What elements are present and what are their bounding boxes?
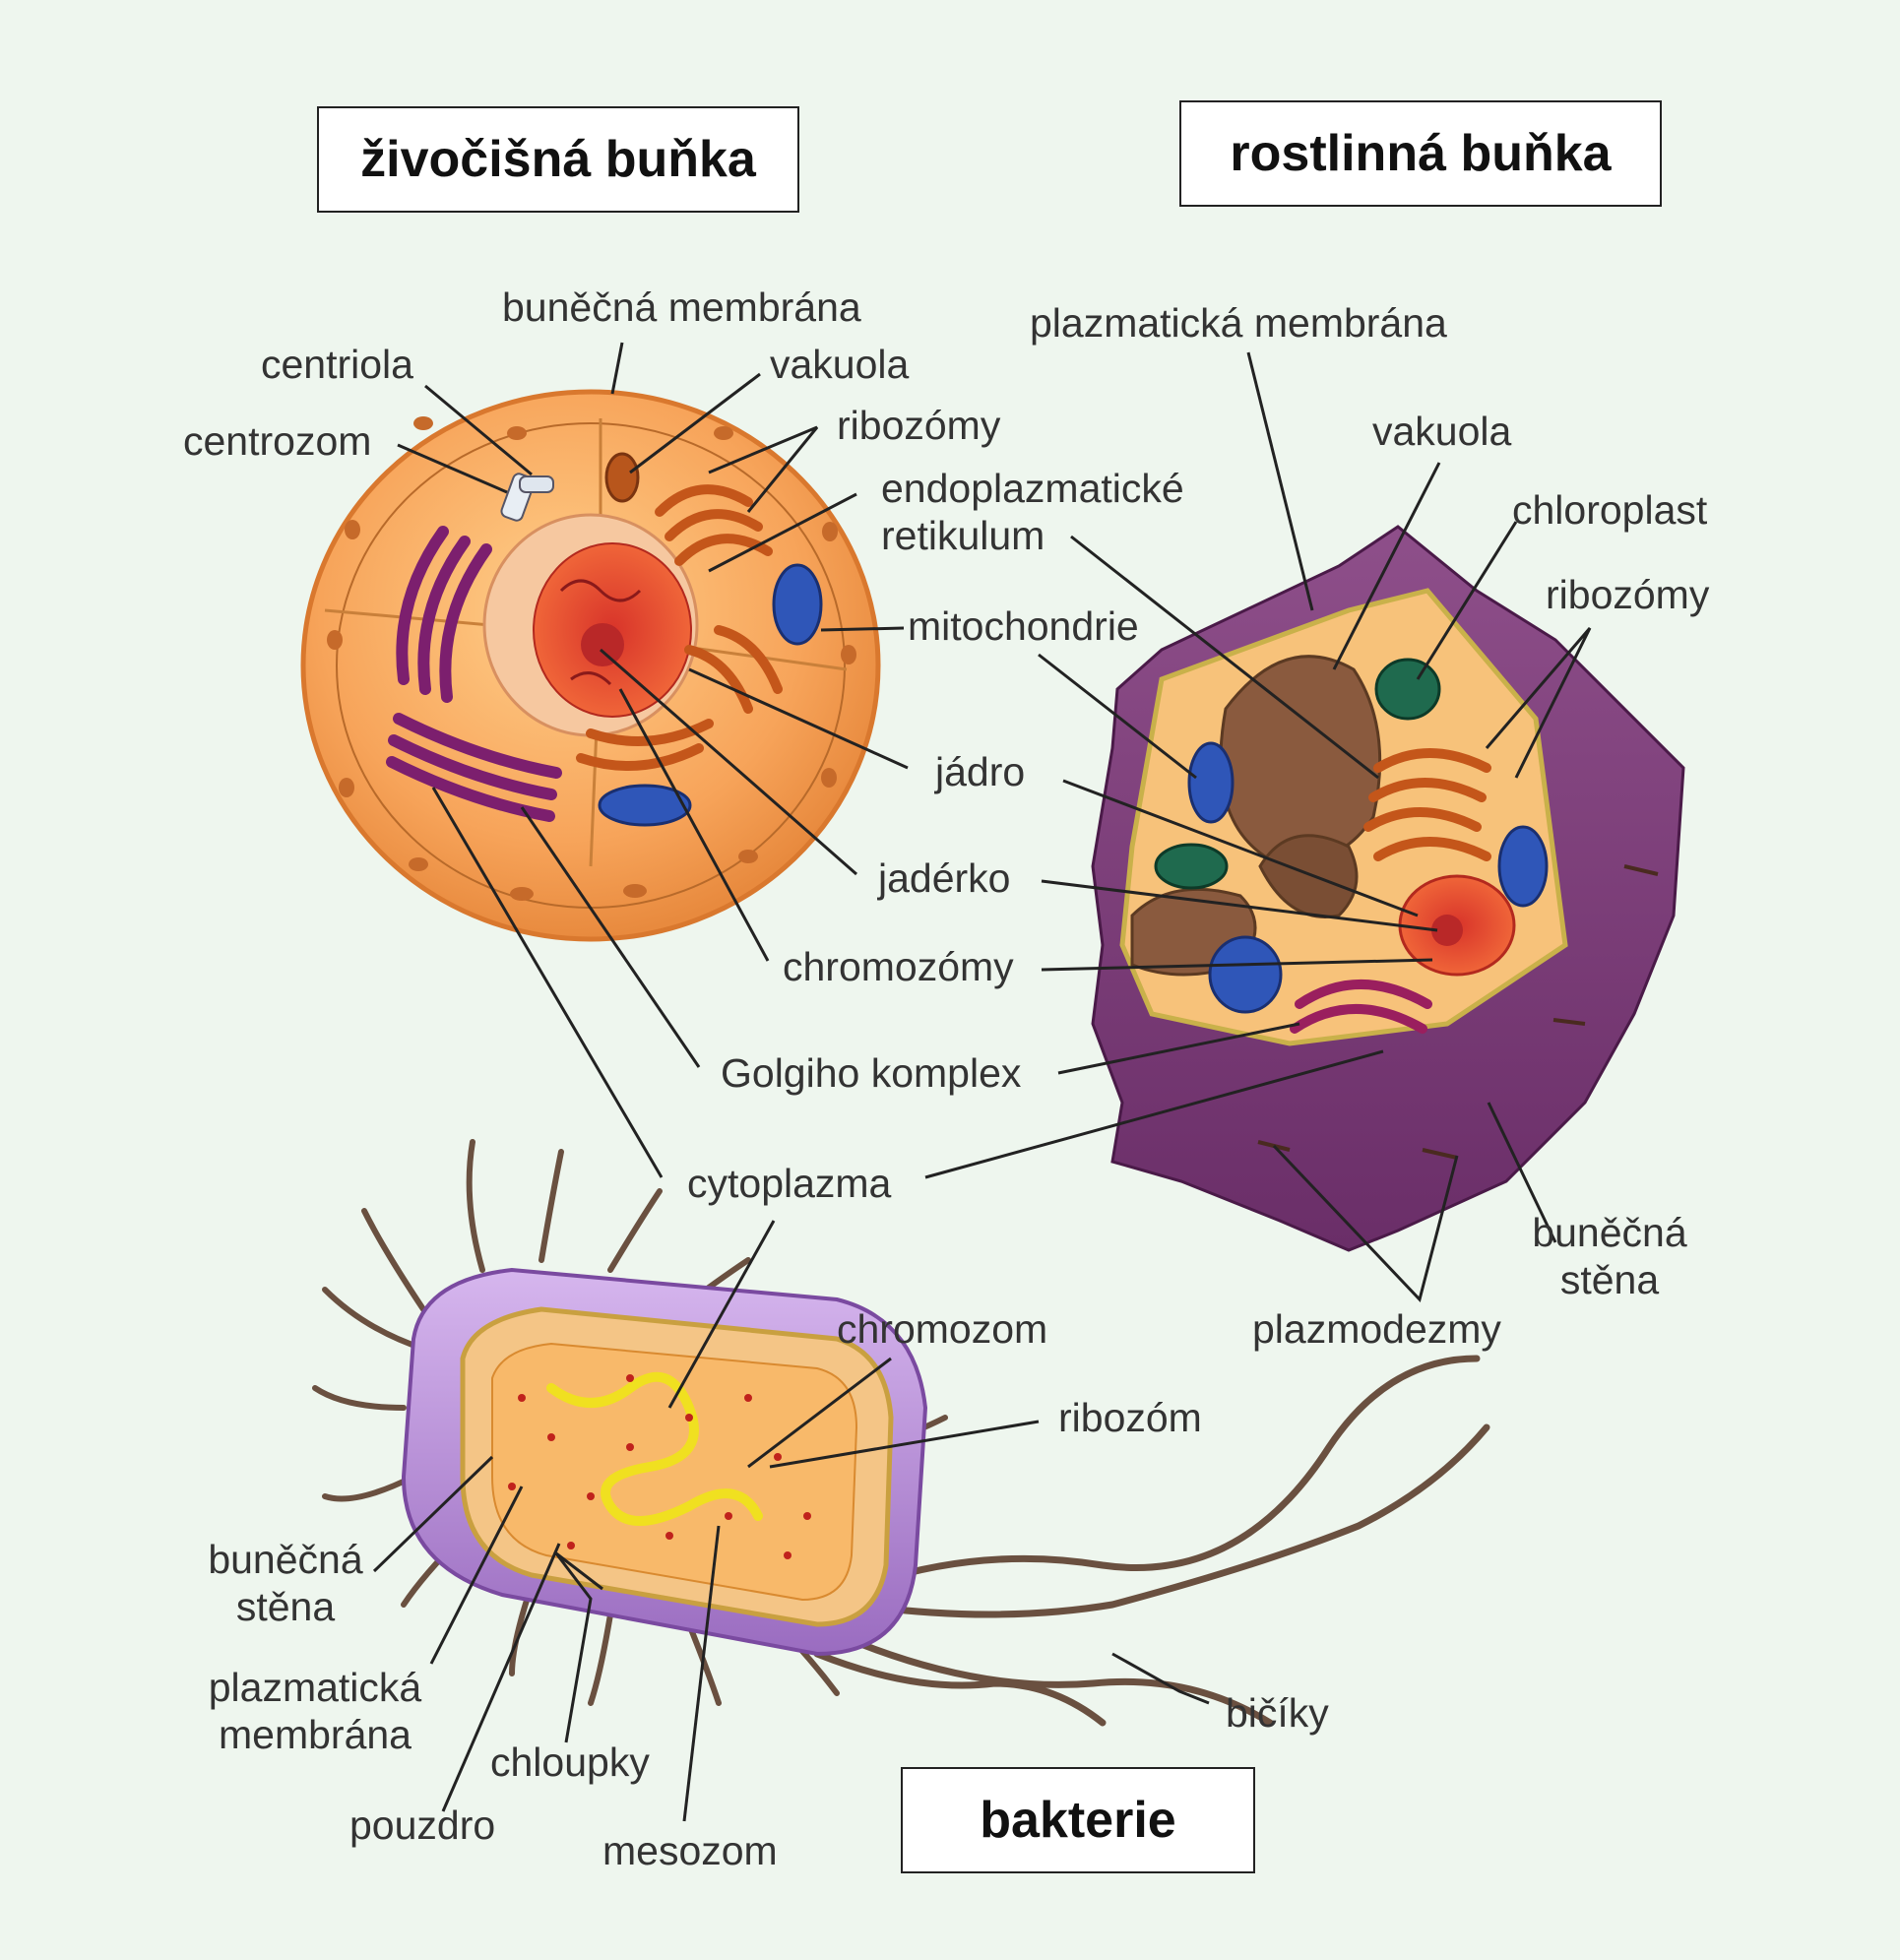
label-nucleolus: jadérko	[878, 855, 1011, 901]
ribosome-dots	[508, 1374, 811, 1559]
leader-plant-nucleus	[1062, 779, 1419, 917]
leader-plant-mitochondria	[1038, 653, 1197, 780]
label-plant-cell-wall-line2: stěna	[1559, 1257, 1660, 1302]
label-plant-vacuole: vakuola	[1372, 409, 1512, 454]
title-animal-cell: živočišná buňka	[317, 106, 799, 213]
membrane-dimples	[327, 416, 856, 901]
leader-plant-vacuole	[1332, 462, 1441, 670]
label-mesosome: mesozom	[602, 1828, 778, 1873]
leader-centrosome	[397, 443, 508, 494]
leader-plant-wall	[1487, 1102, 1557, 1243]
leader-bact-wall	[372, 1455, 494, 1573]
label-bact-ribosome: ribozóm	[1058, 1395, 1202, 1440]
leader-plant-membrane	[1246, 351, 1314, 611]
leader-lines	[372, 342, 1592, 1822]
label-chloroplast: chloroplast	[1512, 487, 1708, 533]
label-bact-plasma-membrane-line2: membrána	[219, 1712, 412, 1757]
label-bact-cell-wall-line1: buněčná	[208, 1537, 363, 1582]
leader-animal-cytoplasm	[431, 787, 664, 1178]
leader-plasmodesmata	[1272, 1144, 1459, 1302]
leader-bact-cytoplasm	[667, 1220, 776, 1409]
plant-cell	[1091, 525, 1685, 1252]
leader-centriole	[424, 384, 533, 476]
label-plasmodesmata: plazmodezmy	[1252, 1306, 1501, 1352]
plant-golgi-shape	[1290, 980, 1432, 1034]
leader-animal-golgi	[520, 806, 701, 1068]
leader-capsule	[441, 1543, 561, 1812]
label-centrosome: centrozom	[183, 418, 372, 464]
label-capsule: pouzdro	[349, 1802, 496, 1848]
label-centriole: centriola	[261, 342, 413, 387]
animal-golgi-shape	[386, 526, 562, 822]
leader-bact-ribosome	[769, 1420, 1040, 1469]
leader-bact-membrane	[429, 1486, 524, 1665]
leader-animal-chromosomes	[618, 688, 770, 962]
flagella-shapes	[813, 1355, 1490, 1727]
leader-animal-nucleolus	[600, 648, 857, 876]
leader-animal-er	[708, 492, 857, 573]
label-plant-cell-wall-line1: buněčná	[1532, 1210, 1687, 1255]
leader-plant-chloroplast	[1416, 521, 1518, 680]
leader-animal-membrane	[610, 342, 624, 395]
label-animal-cell-membrane: buněčná membrána	[502, 285, 861, 330]
label-mitochondria: mitochondrie	[908, 603, 1139, 649]
leader-animal-ribosomes	[708, 425, 819, 513]
leader-plant-nucleolus	[1041, 879, 1438, 932]
leader-plant-cytoplasm	[924, 1049, 1384, 1179]
leader-animal-nucleus	[688, 667, 909, 770]
leader-pili	[554, 1551, 603, 1743]
leader-animal-mitochondria	[820, 626, 905, 632]
label-bact-plasma-membrane-line1: plazmatická	[208, 1665, 422, 1710]
label-animal-er-line2: retikulum	[881, 513, 1045, 558]
label-chromosomes: chromozómy	[783, 944, 1014, 989]
label-bact-cell-wall-line2: stěna	[235, 1584, 336, 1629]
leader-plant-ribosomes	[1485, 627, 1592, 779]
label-bact-plasma-membrane: plazmatická membrána	[187, 1664, 443, 1758]
label-plant-plasma-membrane: plazmatická membrána	[1030, 300, 1447, 346]
label-bact-cell-wall: buněčná stěna	[187, 1536, 384, 1630]
label-plant-ribosomes: ribozómy	[1546, 572, 1710, 617]
leader-plant-er	[1070, 535, 1379, 780]
leader-plant-chromosomes	[1041, 958, 1433, 972]
label-nucleus: jádro	[935, 749, 1026, 794]
label-plant-cell-wall: buněčná stěna	[1511, 1209, 1708, 1303]
leader-mesosome	[682, 1525, 721, 1822]
label-animal-er-line1: endoplazmatické	[881, 466, 1184, 511]
bacterium	[312, 1139, 1490, 1727]
label-pili: chloupky	[490, 1739, 650, 1785]
leader-bact-chromosome	[747, 1357, 892, 1469]
label-cytoplasm: cytoplazma	[687, 1161, 892, 1206]
title-bacteria: bakterie	[901, 1767, 1255, 1873]
label-animal-ribosomes: ribozómy	[837, 403, 1001, 448]
leader-plant-golgi	[1057, 1022, 1300, 1075]
label-bact-chromosome: chromozom	[837, 1306, 1048, 1352]
label-animal-vacuole: vakuola	[770, 342, 910, 387]
label-golgi: Golgiho komplex	[721, 1050, 1022, 1096]
label-flagella: bičíky	[1226, 1690, 1329, 1736]
animal-cell	[300, 389, 881, 942]
leader-flagella	[1111, 1652, 1210, 1705]
title-plant-cell: rostlinná buňka	[1179, 100, 1662, 207]
plant-er-shape	[1363, 748, 1491, 861]
leader-animal-vacuole	[629, 372, 761, 474]
